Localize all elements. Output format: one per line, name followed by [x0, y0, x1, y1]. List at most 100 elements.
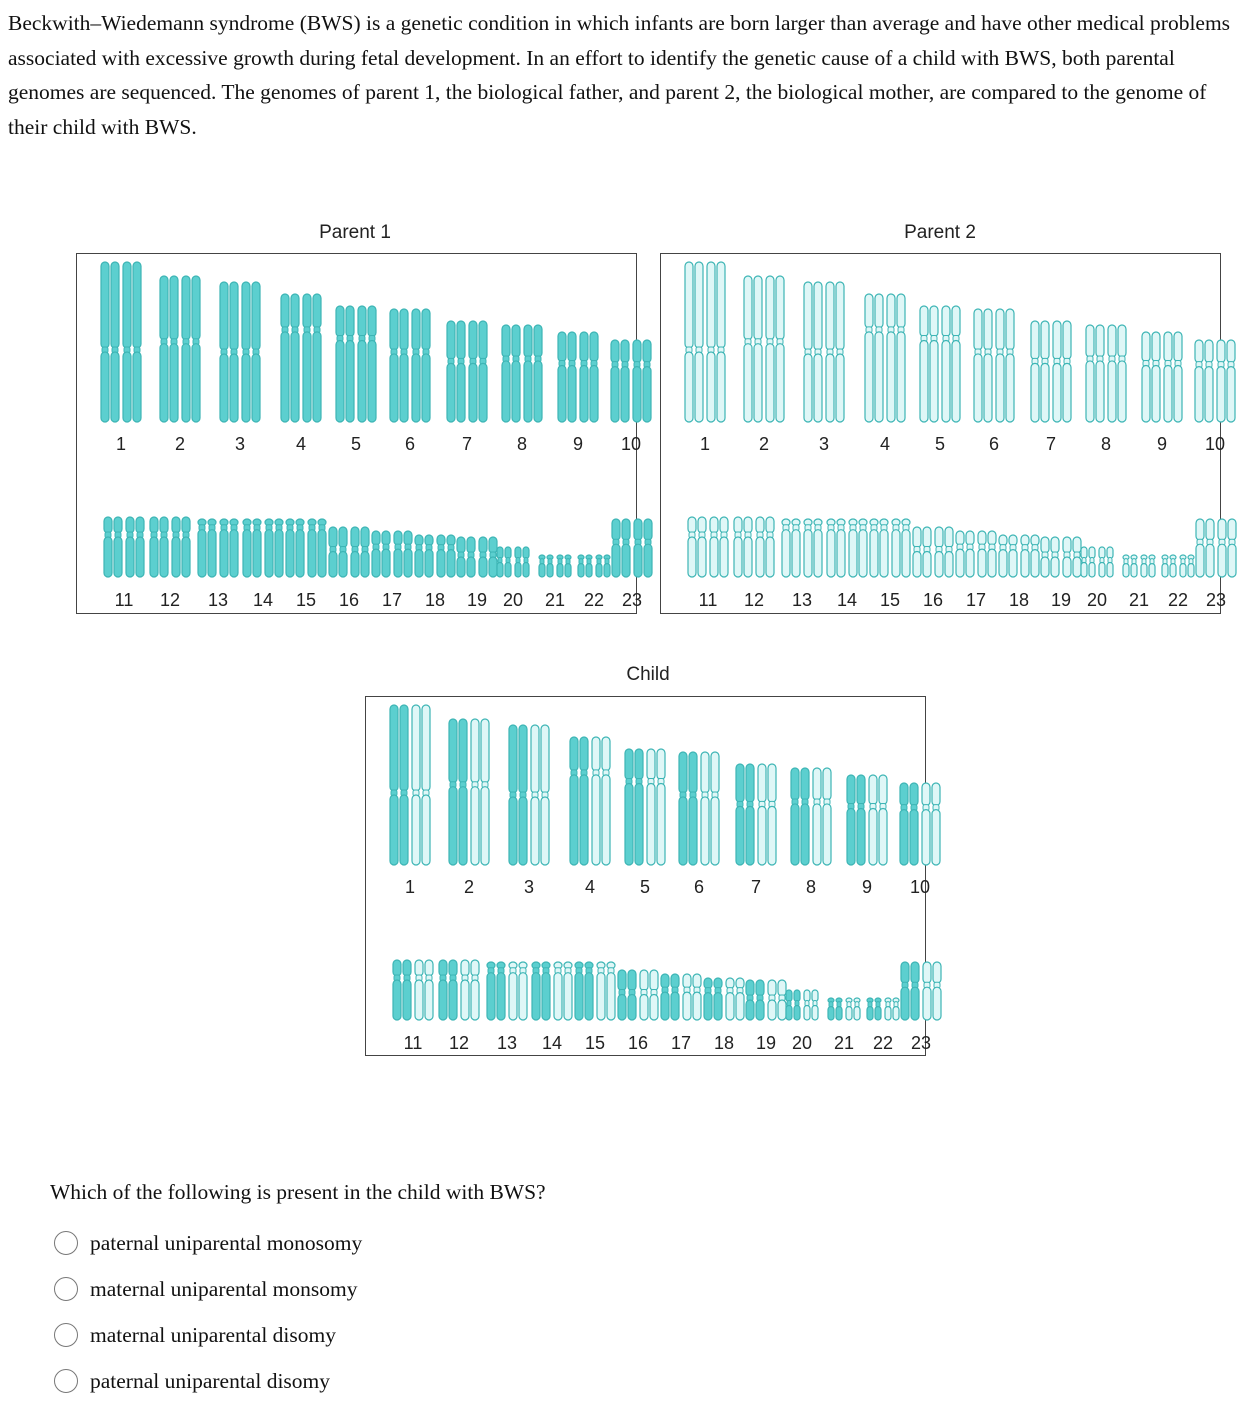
parent2-chromosome-pair-12 — [733, 516, 775, 578]
child-chromatid-14-b — [541, 961, 551, 1021]
parent2-chromosome-pair-6 — [973, 308, 1015, 423]
parent1-chromatid-7-a — [446, 320, 456, 423]
child-chromatid-6-d — [710, 751, 720, 866]
parent2-chromatid-22-b — [1169, 554, 1177, 578]
parent2-chromatid-12-c — [755, 516, 765, 578]
option-2[interactable]: maternal uniparental disomy — [54, 1312, 362, 1358]
child-chromatid-13-d — [518, 961, 528, 1021]
option-1[interactable]: maternal uniparental monsomy — [54, 1266, 362, 1312]
parent2-row2-label-22: 22 — [1168, 590, 1188, 610]
parent1-chromatid-13-a — [197, 518, 207, 578]
parent1-chromatid-20-d — [522, 546, 530, 578]
child-row1-label-2: 2 — [464, 877, 474, 897]
child-row1-label-3: 3 — [524, 877, 534, 897]
parent2-chromatid-20-c — [1098, 546, 1106, 578]
parent2-row1-label-2: 2 — [759, 434, 769, 454]
parent1-row1-label-6: 6 — [405, 434, 415, 454]
parent1-chromatid-18-d — [446, 534, 456, 578]
parent1-chromatid-21-a — [538, 554, 546, 578]
parent2-chromatid-5-b — [929, 305, 939, 423]
option-label-1: maternal uniparental monsomy — [90, 1276, 358, 1301]
radio-button-1[interactable] — [54, 1277, 78, 1301]
radio-button-3[interactable] — [54, 1369, 78, 1393]
parent1-row1-label-10: 10 — [621, 434, 641, 454]
parent2-chromatid-18-a — [998, 534, 1008, 578]
parent2-chromatid-5-a — [919, 305, 929, 423]
child-chromatid-3-d — [540, 724, 550, 866]
child-chromatid-11-b — [402, 959, 412, 1021]
child-chromatid-13-a — [486, 961, 496, 1021]
child-chromatid-6-a — [678, 751, 688, 866]
parent1-chromatid-11-a — [103, 516, 113, 578]
parent1-chromatid-14-d — [274, 518, 284, 578]
parent1-chromatid-2-c — [181, 275, 191, 423]
child-chromatid-19-c — [767, 979, 777, 1021]
parent1-chromatid-22-c — [595, 554, 603, 578]
child-row2-label-17: 17 — [671, 1033, 691, 1053]
parent2-chromatid-17-c — [977, 530, 987, 578]
parent1-chromatid-20-c — [514, 546, 522, 578]
parent1-chromatid-15-b — [295, 518, 305, 578]
child-chromatid-21-c — [845, 997, 853, 1021]
parent2-chromatid-19-b — [1050, 536, 1060, 578]
child-chromatid-19-d — [777, 979, 787, 1021]
parent2-row2-label-16: 16 — [923, 590, 943, 610]
parent2-chromatid-9-c — [1163, 331, 1173, 423]
parent2-chromosome-pair-23 — [1195, 518, 1237, 578]
parent2-chromatid-19-a — [1040, 536, 1050, 578]
parent1-chromatid-3-b — [229, 281, 239, 423]
parent2-row2-label-12: 12 — [744, 590, 764, 610]
parent2-row2-label-19: 19 — [1051, 590, 1071, 610]
question-text: Which of the following is present in the… — [50, 1180, 546, 1204]
child-chromatid-18-d — [735, 977, 745, 1021]
radio-button-0[interactable] — [54, 1231, 78, 1255]
parent2-chromatid-17-a — [955, 530, 965, 578]
parent1-chromatid-9-a — [557, 331, 567, 423]
parent1-chromatid-6-b — [399, 308, 409, 423]
parent2-chromatid-2-a — [743, 275, 753, 423]
parent1-chromosome-pair-18 — [414, 534, 456, 578]
child-chromatid-10-b — [909, 782, 919, 866]
child-chromatid-9-a — [846, 774, 856, 866]
child-chromatid-23-d — [932, 961, 942, 1021]
parent2-chromosome-pair-21 — [1122, 554, 1156, 578]
parent2-chromosome-pair-18 — [998, 534, 1040, 578]
child-chromatid-20-a — [785, 989, 793, 1021]
child-chromatid-11-c — [414, 959, 424, 1021]
option-0[interactable]: paternal uniparental monosomy — [54, 1220, 362, 1266]
parent1-row2-label-22: 22 — [584, 590, 604, 610]
parent1-chromatid-2-d — [191, 275, 201, 423]
parent2-row2-label-15: 15 — [880, 590, 900, 610]
parent2-row1-label-5: 5 — [935, 434, 945, 454]
radio-button-2[interactable] — [54, 1323, 78, 1347]
answer-options: paternal uniparental monosomy maternal u… — [54, 1220, 362, 1404]
parent2-row2-label-23: 23 — [1206, 590, 1226, 610]
parent2-chromatid-5-c — [941, 305, 951, 423]
parent1-chromosome-pair-20 — [496, 546, 530, 578]
parent2-chromatid-19-d — [1072, 536, 1082, 578]
parent2-row2-label-18: 18 — [1009, 590, 1029, 610]
child-chromatid-9-b — [856, 774, 866, 866]
option-3[interactable]: paternal uniparental disomy — [54, 1358, 362, 1404]
child-chromatid-19-a — [745, 979, 755, 1021]
parent2-chromatid-16-d — [944, 526, 954, 578]
parent1-row2-label-21: 21 — [545, 590, 565, 610]
option-label-2: maternal uniparental disomy — [90, 1322, 336, 1347]
parent1-chromatid-20-a — [496, 546, 504, 578]
parent2-chromatid-8-b — [1095, 324, 1105, 423]
parent2-chromatid-15-b — [879, 518, 889, 578]
child-chromatid-5-d — [656, 748, 666, 866]
parent1-chromatid-19-a — [456, 536, 466, 578]
parent1-row2-label-23: 23 — [622, 590, 642, 610]
parent1-chromatid-6-a — [389, 308, 399, 423]
child-chromatid-21-b — [835, 997, 843, 1021]
child-chromosome-pair-9 — [846, 774, 888, 866]
parent2-chromatid-15-d — [901, 518, 911, 578]
child-row1-label-7: 7 — [751, 877, 761, 897]
child-chromatid-6-c — [700, 751, 710, 866]
parent2-chromatid-15-a — [869, 518, 879, 578]
parent1-chromatid-4-c — [302, 293, 312, 423]
parent1-chromatid-14-b — [252, 518, 262, 578]
parent2-chromatid-7-c — [1052, 320, 1062, 423]
